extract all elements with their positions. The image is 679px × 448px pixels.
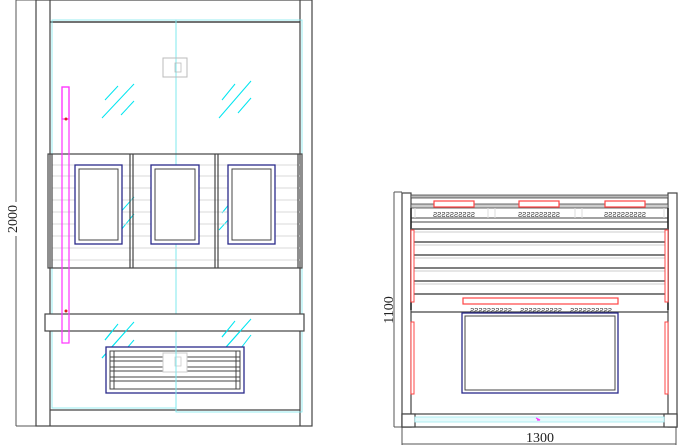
raised-panel-center [150,164,200,245]
heater-side-right-lower [664,321,669,395]
heater-top-3: ƧƧƧƧƧƧƧƧƧƧ [604,200,646,220]
side-post-left [401,192,412,428]
svg-text:ƧƧƧƧƧƧƧƧƧƧ: ƧƧƧƧƧƧƧƧƧƧ [570,308,612,316]
marker-icon [535,417,541,421]
handle-screw-bottom [64,309,68,313]
side-backrest-slats [411,228,668,295]
heater-bench: ƧƧƧƧƧƧƧƧƧƧ ƧƧƧƧƧƧƧƧƧƧ ƧƧƧƧƧƧƧƧƧƧ [462,297,619,316]
dim-label-2000: 2000 [6,205,21,233]
bench-seat [44,313,305,332]
heater-top-1: ƧƧƧƧƧƧƧƧƧƧ [433,200,475,220]
svg-text:ƧƧƧƧƧƧƧƧƧƧ: ƧƧƧƧƧƧƧƧƧƧ [433,212,475,220]
heater-side-left-lower [410,321,415,395]
svg-text:ƧƧƧƧƧƧƧƧƧƧ: ƧƧƧƧƧƧƧƧƧƧ [470,308,512,316]
heater-side-right-upper [664,229,669,303]
svg-text:ƧƧƧƧƧƧƧƧƧƧ: ƧƧƧƧƧƧƧƧƧƧ [520,308,562,316]
door-handle[interactable] [61,86,70,120]
dim-label-1100: 1100 [382,296,397,323]
dim-label-1300: 1300 [526,431,554,446]
raised-panel-right [227,164,276,245]
side-post-right [667,192,678,428]
outer-frame [35,0,313,427]
handle-screw-top [64,117,68,121]
heater-side-left-upper [410,229,415,303]
side-top-bar [410,194,669,199]
svg-text:ƧƧƧƧƧƧƧƧƧƧ: ƧƧƧƧƧƧƧƧƧƧ [604,212,646,220]
heater-top-2: ƧƧƧƧƧƧƧƧƧƧ [518,200,560,220]
side-elevation: 1100 1300 ƧƧƧƧƧƧƧƧƧƧ ƧƧƧƧƧƧƧƧƧƧ ƧƧƧƧƧƧƧƧ… [382,191,678,446]
svg-text:ƧƧƧƧƧƧƧƧƧƧ: ƧƧƧƧƧƧƧƧƧƧ [518,212,560,220]
vent-grille [105,340,245,412]
front-elevation: 2000 [6,0,313,427]
backrest-frame [47,153,303,269]
raised-panel-left [74,164,123,245]
hinge-bracket-top [162,57,188,78]
side-lower-panel [461,312,619,394]
